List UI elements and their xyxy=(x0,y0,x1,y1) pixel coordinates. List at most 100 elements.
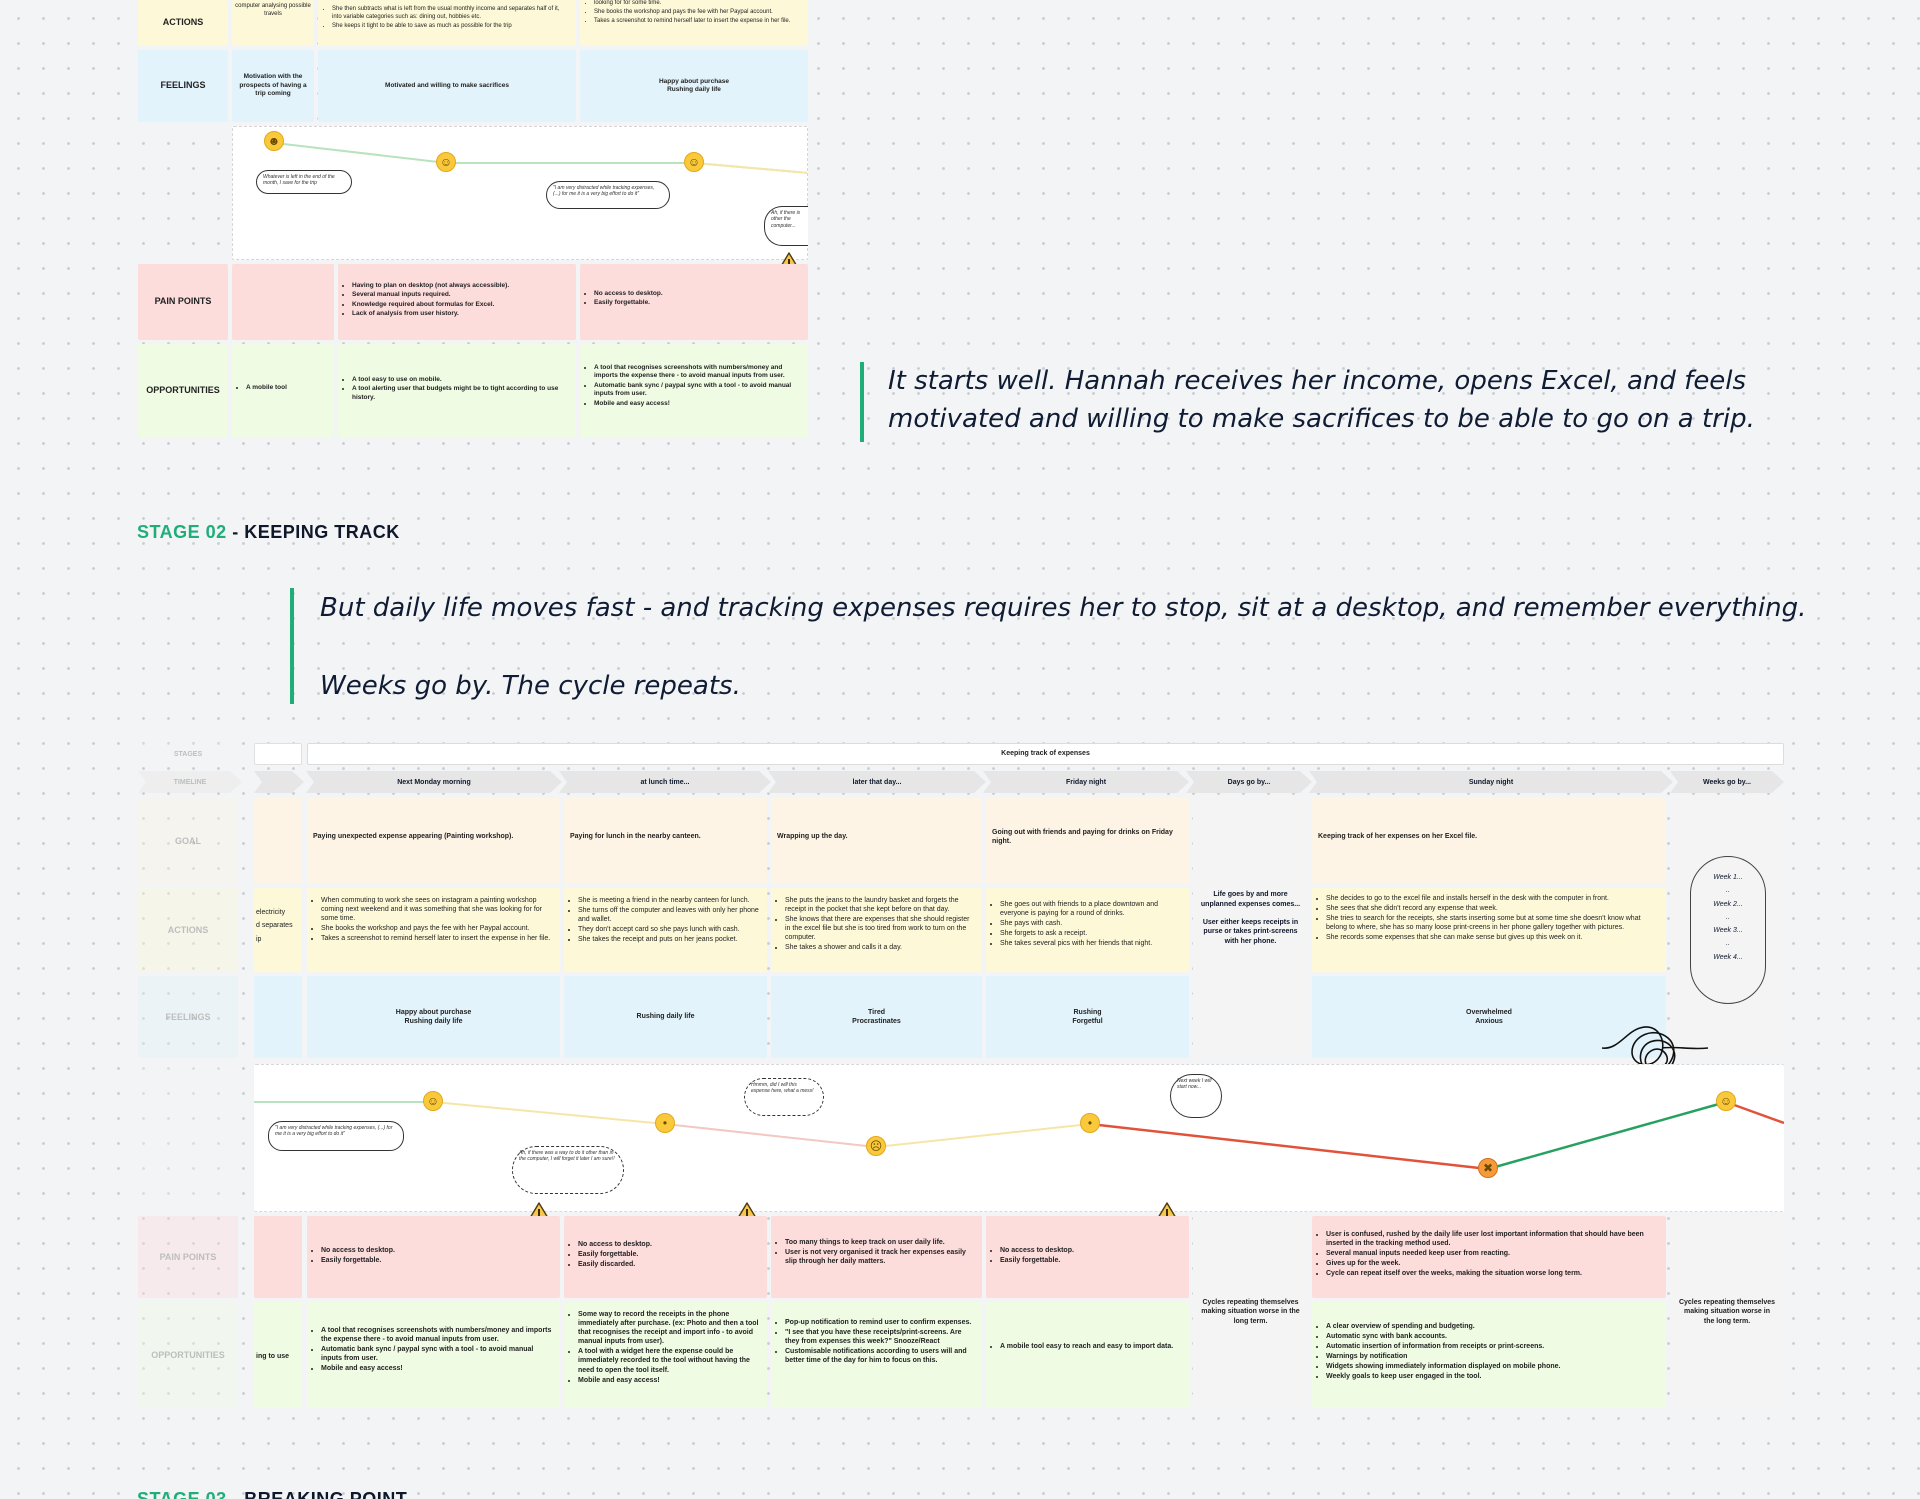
list-item: She keeps it tight to be able to save as… xyxy=(332,23,570,31)
curve-segment xyxy=(433,1101,666,1125)
s1-pain-c3: No access to desktop. Easily forgettable… xyxy=(580,264,808,340)
list-item: Weekly goals to keep user engaged in the… xyxy=(1326,1372,1660,1381)
stage02-quote-2: Weeks go by. The cycle repeats. xyxy=(320,671,741,701)
bubble-text: "I am very distracted while tracking exp… xyxy=(553,185,655,198)
cell-text: Motivation with the prospects of having … xyxy=(239,73,307,98)
curve-line xyxy=(274,142,807,174)
cell-text: Rushing daily life xyxy=(404,1018,463,1025)
goal-cell: Paying for lunch in the nearby canteen. xyxy=(564,798,767,884)
list-item: She goes out with friends to a place dow… xyxy=(1000,900,1183,918)
quote-bar xyxy=(860,362,864,442)
row-label-timeline: TIMELINE xyxy=(138,771,242,793)
cell-text: Going out with friends and paying for dr… xyxy=(992,829,1173,846)
list-item: Easily forgettable. xyxy=(1000,1256,1183,1265)
stage-cell-partial xyxy=(254,743,302,765)
cell-text: Weeks go by... xyxy=(1703,778,1751,786)
quote-bar xyxy=(290,588,294,704)
list-item: She pays with cash. xyxy=(1000,919,1183,928)
s1-actions-c3: looking for for some time. She books the… xyxy=(580,0,808,46)
stage-name: - KEEPING TRACK xyxy=(226,522,400,542)
cell-text: Happy about purchase xyxy=(395,1008,472,1016)
s1-opps-c3: A tool that recognises screenshots with … xyxy=(580,344,808,438)
list-item: "I see that you have these receipts/prin… xyxy=(785,1328,976,1346)
s1-curve-label xyxy=(138,126,228,260)
smiley-icon: ☺ xyxy=(423,1091,443,1111)
cell-text: Rushing daily life xyxy=(636,1013,695,1021)
list-item: User is confused, rushed by the daily li… xyxy=(1326,1230,1660,1248)
timeline-cell: Days go by... xyxy=(1186,771,1312,793)
opps-cell: A clear overview of spending and budgeti… xyxy=(1312,1302,1666,1408)
stage02-title: STAGE 02 - KEEPING TRACK xyxy=(137,522,400,543)
row-label-opportunities: OPPORTUNITIES xyxy=(138,1302,238,1408)
row-label-text: STAGES xyxy=(173,750,203,758)
list-item: Easily forgettable. xyxy=(321,1256,554,1265)
list-item: Having to plan on desktop (not always ac… xyxy=(352,282,570,290)
row-label-text: PAIN POINTS xyxy=(159,1252,217,1262)
goal-cell: Paying unexpected expense appearing (Pai… xyxy=(307,798,560,884)
opps-cell: Pop-up notification to remind user to co… xyxy=(771,1302,982,1408)
sad-face-icon: ☹ xyxy=(866,1136,886,1156)
stage-name: - BREAKING POINT xyxy=(226,1489,408,1499)
list-item: She books the workshop and pays the fee … xyxy=(594,9,802,17)
row-label-text: PAIN POINTS xyxy=(154,296,212,307)
cell-text: Rushing daily life xyxy=(667,86,721,93)
s2-emotion-curve xyxy=(254,1100,1784,1171)
curve-line-segment xyxy=(694,162,807,174)
list-item: Mobile and easy access! xyxy=(321,1364,554,1373)
cell-text: User either keeps receipts in purse or t… xyxy=(1202,918,1299,946)
thought-bubble: Ah, if there is other the computer... xyxy=(764,206,808,246)
list-item: Mobile and easy access! xyxy=(578,1376,761,1385)
thought-bubble: Whatever is left in the end of the month… xyxy=(256,170,352,194)
list-item: looking for for some time. xyxy=(594,0,802,8)
list-item: When commuting to work she sees on insta… xyxy=(321,896,554,923)
cell-text: Paying unexpected expense appearing (Pai… xyxy=(313,833,514,840)
smiley-icon: ☺ xyxy=(436,152,456,172)
list-item: Mobile and easy access! xyxy=(594,400,802,408)
list-item: No access to desktop. xyxy=(594,290,802,298)
cell-text: Week 4... xyxy=(1713,953,1743,961)
list-item: Easily forgettable. xyxy=(578,1250,761,1259)
list-item: She takes several pics with her friends … xyxy=(1000,939,1183,948)
feelings-cell: Rushing daily life xyxy=(564,976,767,1058)
cell-text: Overwhelmed xyxy=(1466,1008,1512,1016)
cell-text: Motivated and willing to make sacrifices xyxy=(385,81,509,89)
row-label-pain-points: PAIN POINTS xyxy=(138,1216,238,1298)
list-item: She then subtracts what is left from the… xyxy=(332,6,570,22)
s1-pain-c1 xyxy=(232,264,334,340)
list-item: Warnings by notification xyxy=(1326,1352,1660,1361)
opps-cell: Some way to record the receipts in the p… xyxy=(564,1302,767,1408)
neutral-face-icon: • xyxy=(1080,1113,1100,1133)
stage01-quote: It starts well. Hannah receives her inco… xyxy=(888,366,1755,434)
cell-text: Cycles repeating themselves making situa… xyxy=(1201,1299,1300,1325)
goal-cell-partial xyxy=(254,798,302,884)
list-item: They don't accept card so she pays lunch… xyxy=(578,925,761,934)
pain-cell: No access to desktop. Easily forgettable… xyxy=(986,1216,1189,1298)
row-label-actions: ACTIONS xyxy=(138,0,228,46)
row-label-text: ACTIONS xyxy=(162,17,204,28)
curve-segment xyxy=(664,1123,877,1148)
s1-actions-c1: computer analysing possible travels xyxy=(232,0,314,46)
feelings-cell-partial xyxy=(254,976,302,1058)
goal-cell: Going out with friends and paying for dr… xyxy=(986,798,1189,884)
cell-text: Happy about purchase xyxy=(658,77,730,85)
list-item: No access to desktop. xyxy=(1000,1246,1183,1255)
bubble-text: Whatever is left in the end of the month… xyxy=(263,174,335,187)
list-item: She decides to go to the excel file and … xyxy=(1326,894,1660,903)
list-item: She forgets to ask a receipt. xyxy=(1000,929,1183,938)
opps-cell: A mobile tool easy to reach and easy to … xyxy=(986,1302,1189,1408)
list-item: No access to desktop. xyxy=(321,1246,554,1255)
actions-cell: She goes out with friends to a place dow… xyxy=(986,888,1189,972)
list-item: Widgets showing immediately information … xyxy=(1326,1362,1660,1371)
cell-text: ing to use xyxy=(256,1353,290,1360)
list-item: Knowledge required about formulas for Ex… xyxy=(352,301,570,309)
row-label-opportunities: OPPORTUNITIES xyxy=(138,344,228,438)
row-label-feelings: FEELINGS xyxy=(138,50,228,122)
row-label-actions: ACTIONS xyxy=(138,888,238,972)
cell-text: Forgetful xyxy=(1072,1018,1103,1025)
list-item: Automatic insertion of information from … xyxy=(1326,1342,1660,1351)
neutral-face-icon: • xyxy=(655,1113,675,1133)
list-item: No access to desktop. xyxy=(578,1240,761,1249)
row-label-text: FEELINGS xyxy=(165,1012,211,1022)
